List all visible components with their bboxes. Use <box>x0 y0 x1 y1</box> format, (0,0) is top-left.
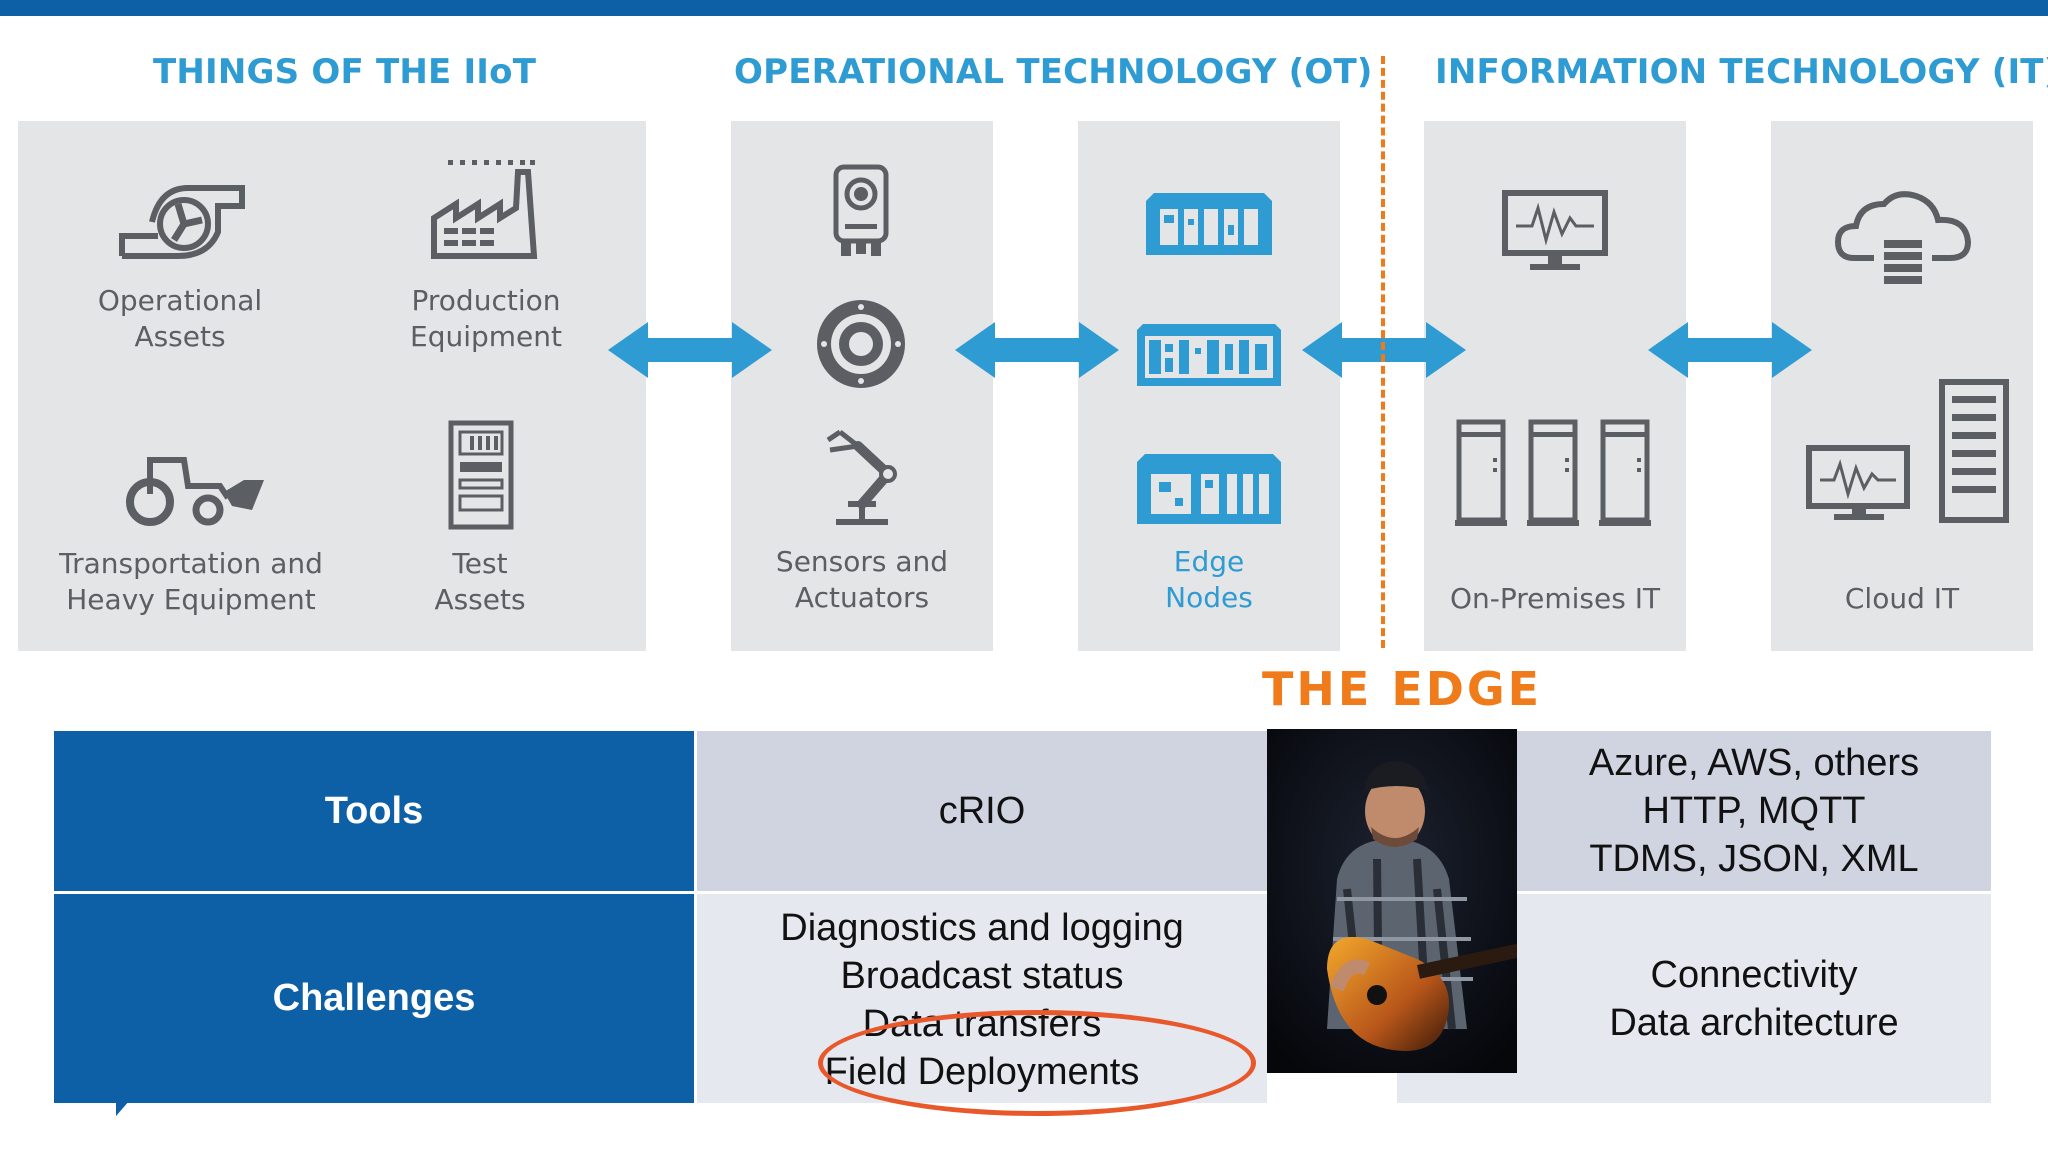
camera-sensor-icon <box>833 164 889 256</box>
challenge-it-item: Connectivity <box>1650 953 1858 996</box>
cell-tools-ot: cRIO <box>697 731 1267 891</box>
tools-it-line: HTTP, MQTT <box>1642 790 1866 832</box>
arrow-onprem-cloud-icon <box>1648 322 1812 378</box>
label-edge-nodes: Edge Nodes <box>1165 545 1253 614</box>
speaker-sensor-icon <box>817 300 905 388</box>
label-sensors: Sensors and Actuators <box>775 545 949 614</box>
tractor-icon <box>126 457 264 526</box>
test-rack-icon <box>448 420 514 530</box>
label-operational-assets: Operational Assets <box>97 284 263 353</box>
panel-iiot <box>18 121 646 651</box>
footer-logo-mark <box>116 1100 130 1116</box>
label-test-assets: Test Assets <box>434 547 526 616</box>
top-bar <box>0 0 2048 16</box>
label-production-equipment: Production Equipment <box>410 284 562 353</box>
table-header-tools: Tools <box>54 731 694 891</box>
cell-tools-it: Azure, AWS, others HTTP, MQTT TDMS, JSON… <box>1517 731 1991 891</box>
edge-controller-icon <box>1146 193 1272 255</box>
arrow-iiot-ot-icon <box>608 322 772 378</box>
turbine-icon <box>119 185 245 259</box>
tools-it-line: Azure, AWS, others <box>1588 742 1920 784</box>
cloud-servers-icon <box>1806 379 2009 523</box>
highlight-ellipse <box>818 1010 1256 1116</box>
challenge-item: Broadcast status <box>840 955 1124 997</box>
label-cloud: Cloud IT <box>1844 582 1960 615</box>
section-title-ot: OPERATIONAL TECHNOLOGY (OT) <box>734 52 1373 92</box>
cloud-icon <box>1834 191 1972 284</box>
panel-cloud <box>1771 121 2033 651</box>
edge-label: THE EDGE <box>1262 662 1543 716</box>
section-title-it: INFORMATION TECHNOLOGY (IT) <box>1435 52 2048 92</box>
tools-it-line: TDMS, JSON, XML <box>1589 838 1919 880</box>
edge-device-icon <box>1137 454 1281 524</box>
table-header-challenges: Challenges <box>54 894 694 1103</box>
panel-on-premises <box>1424 121 1686 651</box>
section-title-iiot: THINGS OF THE IIoT <box>153 52 537 92</box>
challenge-item: Diagnostics and logging <box>780 907 1184 949</box>
robot-arm-icon <box>826 429 897 525</box>
edge-chassis-icon <box>1137 324 1281 386</box>
challenge-it-item: Data architecture <box>1609 1001 1899 1044</box>
monitor-icon <box>1502 190 1608 270</box>
factory-icon <box>431 160 538 259</box>
servers-icon <box>1455 419 1651 526</box>
performer-photo <box>1267 729 1517 1073</box>
label-transportation: Transportation and Heavy Equipment <box>59 547 323 616</box>
label-on-premises: On-Premises IT <box>1449 582 1661 615</box>
edge-divider <box>1381 56 1385 648</box>
arrow-sensors-edge-icon <box>955 322 1119 378</box>
